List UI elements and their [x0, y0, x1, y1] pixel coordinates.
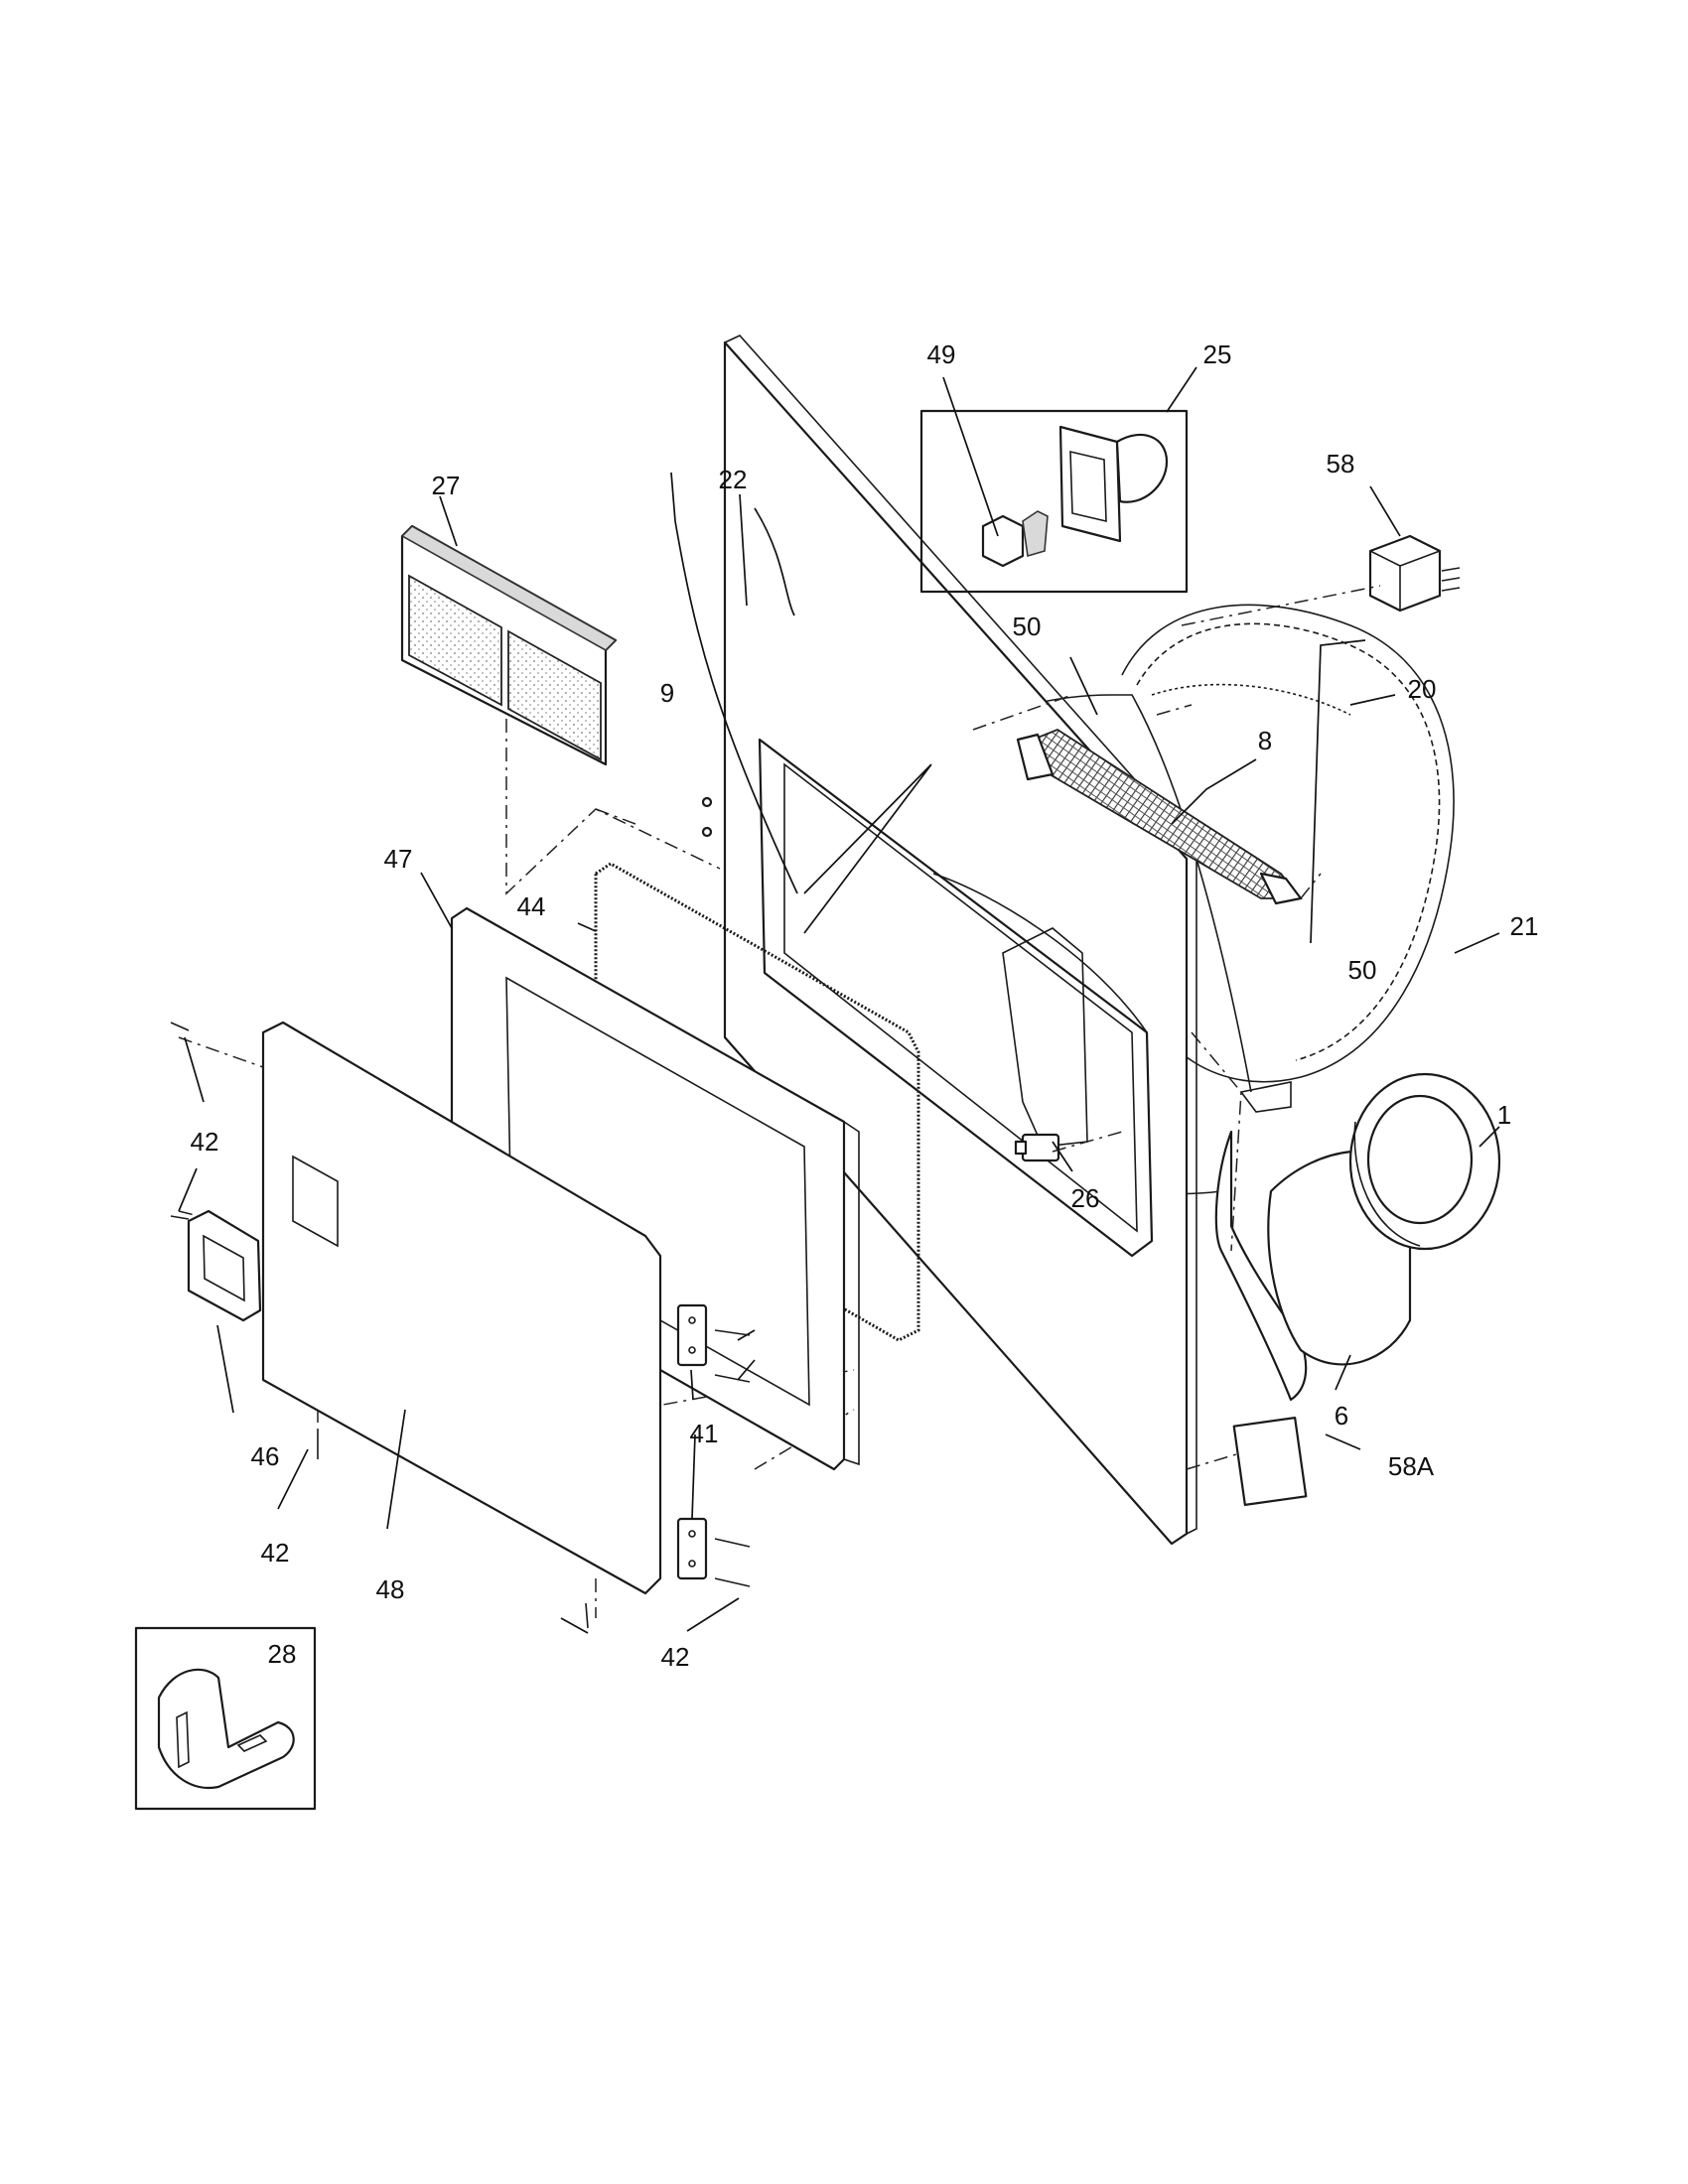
- door-handle: [187, 1209, 262, 1322]
- callout-50-top: 50: [1013, 612, 1042, 641]
- callout-26: 26: [1071, 1183, 1100, 1213]
- lint-filter-screen-left: [408, 574, 502, 707]
- door-strike-tab: [236, 1734, 268, 1752]
- door-switch-button: [1014, 1140, 1028, 1156]
- door-switch-body: [1021, 1133, 1060, 1162]
- callout-48: 48: [376, 1574, 405, 1604]
- front-panel: [723, 335, 1197, 1546]
- lint-filter-screen-right: [507, 629, 602, 761]
- seal-ring-side: [1353, 1121, 1421, 1247]
- front-panel-inner-frame: [783, 762, 1138, 1233]
- callout-leaders: [178, 366, 1500, 1634]
- callout-9: 9: [660, 678, 674, 708]
- door-hinges: [676, 1303, 751, 1587]
- lamp-socket-tab: [1022, 510, 1049, 558]
- inset-28-frame: [134, 1626, 317, 1811]
- duct-bracket: [1239, 1081, 1292, 1113]
- door-handle-inner: [203, 1234, 245, 1302]
- door-switch: [1014, 1133, 1060, 1162]
- callout-42-hinge: 42: [661, 1642, 690, 1672]
- callout-46: 46: [251, 1441, 280, 1471]
- outer-door: [261, 1021, 662, 1595]
- lint-filter: [400, 524, 618, 766]
- bulkhead-ring: [1121, 604, 1455, 1083]
- lint-screen: [1016, 728, 1303, 905]
- terminal-block-body: [1368, 534, 1442, 613]
- inset-frame: [919, 409, 1189, 594]
- door-strike-slot: [176, 1710, 190, 1769]
- hinge-upper: [676, 1303, 708, 1367]
- lamp-housing-cup: [1115, 433, 1169, 503]
- callout-58: 58: [1327, 449, 1355, 478]
- terminal-pins: [1441, 567, 1461, 592]
- callout-21: 21: [1510, 911, 1539, 941]
- screws-9: [701, 796, 713, 838]
- callout-22: 22: [719, 465, 748, 494]
- callout-49: 49: [927, 340, 956, 369]
- outer-door-panel: [261, 1021, 662, 1595]
- door-strike: [157, 1668, 295, 1790]
- callout-50-right: 50: [1348, 955, 1377, 985]
- inner-door-window: [505, 976, 810, 1407]
- drum-seal-ring: [1348, 1072, 1501, 1251]
- front-panel-opening: [758, 738, 1154, 1258]
- callout-47: 47: [384, 844, 413, 874]
- duct-body: [1214, 1130, 1308, 1402]
- screw-icon: [701, 796, 713, 808]
- screws-42: [170, 1022, 589, 1629]
- callout-41: 41: [690, 1419, 719, 1448]
- terminal-block-top: [1369, 550, 1441, 611]
- lint-screen-handle: [1016, 733, 1055, 781]
- callout-44: 44: [517, 891, 546, 921]
- lamp-housing-window: [1069, 450, 1107, 523]
- screw-icon: [170, 1022, 190, 1031]
- inset-door-strike: [134, 1626, 317, 1811]
- hinge-lower: [676, 1517, 708, 1580]
- callout-1: 1: [1497, 1100, 1511, 1130]
- inner-door-flange: [843, 1121, 860, 1466]
- callout-27: 27: [432, 471, 461, 500]
- screw-icon: [585, 1602, 589, 1629]
- lamp-housing-bezel: [1058, 425, 1122, 543]
- seal-ring-inner: [1366, 1094, 1474, 1225]
- screw-icon: [701, 826, 713, 838]
- callout-8: 8: [1258, 726, 1272, 755]
- callout-6: 6: [1335, 1401, 1348, 1431]
- callout-42-left: 42: [191, 1127, 219, 1157]
- label-plate: [1232, 1416, 1308, 1507]
- lamp-socket: [981, 514, 1025, 568]
- callout-labels: 1 6 8 9 20 21 22 25 26 27 28 41 42 42 42…: [191, 340, 1539, 1672]
- lint-filter-top: [400, 525, 618, 651]
- callout-42-bottom: 42: [261, 1538, 290, 1568]
- door-handle-outer: [187, 1209, 262, 1322]
- drum-back-rim: [1136, 622, 1441, 1061]
- drum-opening-arc: [932, 873, 1148, 1033]
- callout-58a: 58A: [1388, 1451, 1435, 1481]
- terminal-block: [1368, 534, 1461, 613]
- outer-door-handle-recess: [292, 1155, 339, 1248]
- screw-icon: [170, 1215, 190, 1220]
- callout-20: 20: [1408, 674, 1437, 704]
- inset-lamp-detail: [919, 409, 1189, 594]
- callout-28: 28: [268, 1639, 297, 1669]
- callout-25: 25: [1203, 340, 1232, 369]
- felt-seal: [1151, 683, 1351, 716]
